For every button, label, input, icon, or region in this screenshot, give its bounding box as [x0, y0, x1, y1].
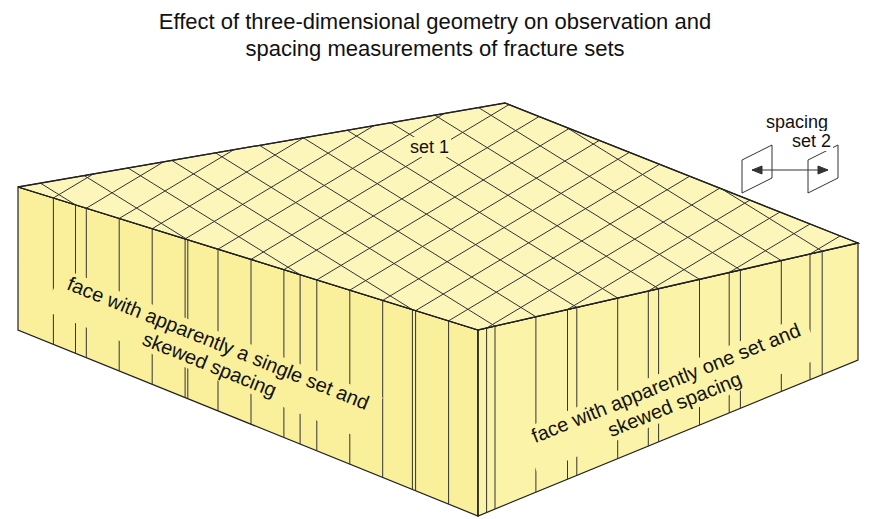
- title: Effect of three-dimensional geometry on …: [157, 8, 713, 62]
- fracture-trace: [0, 0, 792, 519]
- fracture-trace: [0, 0, 400, 519]
- fracture-trace: [0, 0, 736, 519]
- top-outline: [18, 103, 858, 330]
- fracture-trace: [415, 311, 416, 491]
- fracture-trace: [0, 0, 750, 519]
- spacing-label: spacing: [764, 112, 830, 132]
- fracture-trace: [336, 0, 870, 519]
- fracture-trace: [53, 198, 54, 344]
- set-label: set 2: [790, 131, 833, 151]
- top-face: [18, 103, 858, 330]
- fracture-trace: [251, 259, 252, 424]
- spacing-bracket: [742, 145, 838, 193]
- fracture-trace: [112, 0, 870, 519]
- fracture-trace: [316, 280, 317, 451]
- fracture-trace: [150, 0, 870, 519]
- fracture-trace: [349, 290, 350, 464]
- fracture-trace: [283, 270, 284, 438]
- fracture-trace: [448, 0, 870, 519]
- fracture-trace: [495, 326, 496, 509]
- fracture-trace: [0, 0, 848, 519]
- fracture-trace: [200, 0, 870, 519]
- fracture-trace: [168, 0, 870, 519]
- fracture-trace: [50, 0, 870, 519]
- fracture-trace: [486, 328, 487, 513]
- front-edge: [477, 330, 478, 516]
- fracture-trace: [822, 251, 823, 375]
- fracture-trace: [400, 0, 870, 519]
- fracture-trace: [250, 0, 870, 519]
- fracture-trace: [392, 0, 870, 519]
- fracture-trace: [0, 0, 450, 519]
- fracture-trace: [412, 310, 413, 490]
- fracture-trace: [0, 0, 400, 519]
- set-label: set 1: [408, 137, 451, 157]
- fracture-trace: [0, 0, 568, 519]
- fracture-trace: [280, 0, 870, 519]
- fracture-trace: [56, 0, 870, 519]
- fracture-trace: [382, 300, 383, 477]
- fracture-trace: [300, 275, 301, 444]
- fracture-trace: [224, 0, 870, 519]
- fracture-trace: [350, 0, 870, 519]
- fracture-trace: [450, 0, 870, 519]
- fracture-trace: [0, 0, 512, 519]
- fracture-trace: [448, 321, 449, 504]
- fracture-trace: [100, 0, 870, 519]
- fracture-trace: [0, 0, 850, 519]
